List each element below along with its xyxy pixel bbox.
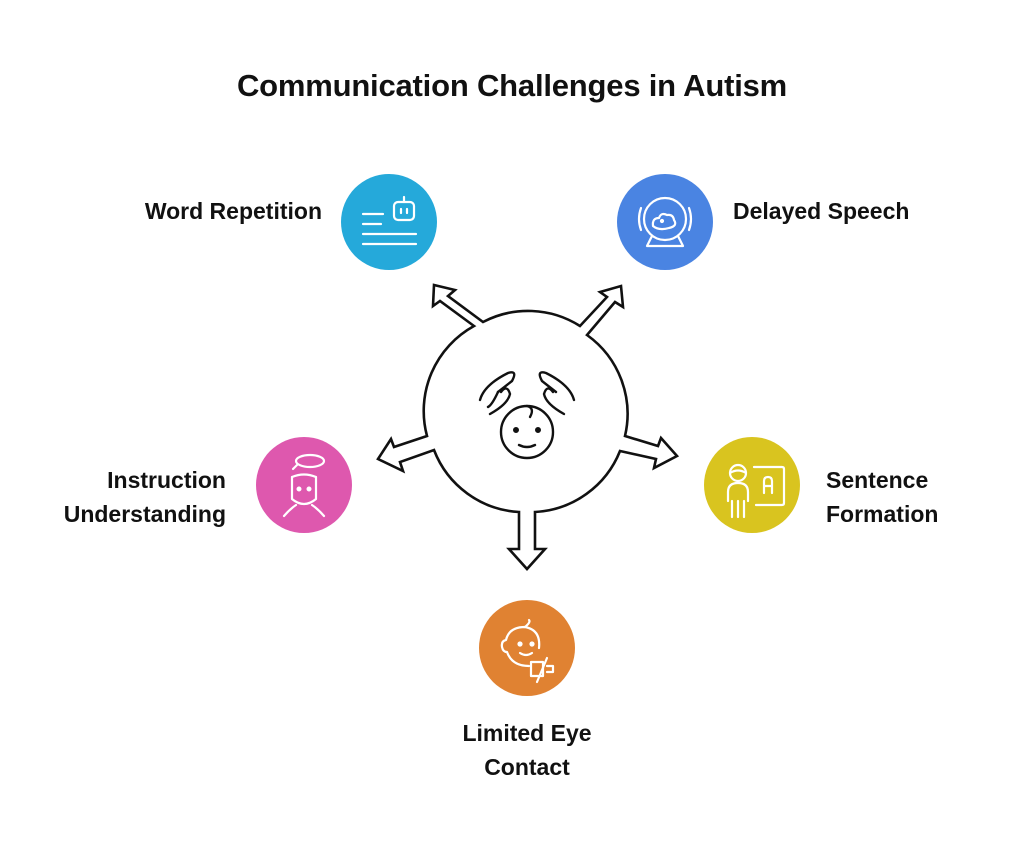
label-line: Understanding xyxy=(63,501,226,527)
diagram-title: Communication Challenges in Autism xyxy=(236,68,788,103)
node-sentence-formation xyxy=(704,437,800,533)
node-label-instruction-understanding: Instruction Understanding xyxy=(30,463,226,531)
node-instruction-understanding xyxy=(256,437,352,533)
node-label-limited-eye-contact: Limited Eye Contact xyxy=(424,716,630,784)
node-delayed-speech xyxy=(617,174,713,270)
hub-outline-with-arrows xyxy=(376,283,680,571)
label-line: Formation xyxy=(826,501,939,527)
node-label-sentence-formation: Sentence Formation xyxy=(826,463,1006,531)
baby-face-mute-icon xyxy=(500,618,555,684)
node-label-delayed-speech: Delayed Speech xyxy=(733,198,910,224)
label-line: Limited Eye xyxy=(462,720,592,746)
baby-with-hands-icon xyxy=(478,371,576,460)
label-line: Instruction xyxy=(107,467,226,493)
label-line: Contact xyxy=(484,754,570,780)
node-limited-eye-contact xyxy=(479,600,575,696)
hamster-ball-icon xyxy=(637,196,693,248)
person-thinking-icon xyxy=(282,453,326,518)
label-line: Sentence xyxy=(826,467,929,493)
node-word-repetition xyxy=(341,174,437,270)
chatbot-text-icon xyxy=(361,195,418,246)
node-label-word-repetition: Word Repetition xyxy=(144,198,322,224)
teacher-board-icon xyxy=(726,463,786,519)
